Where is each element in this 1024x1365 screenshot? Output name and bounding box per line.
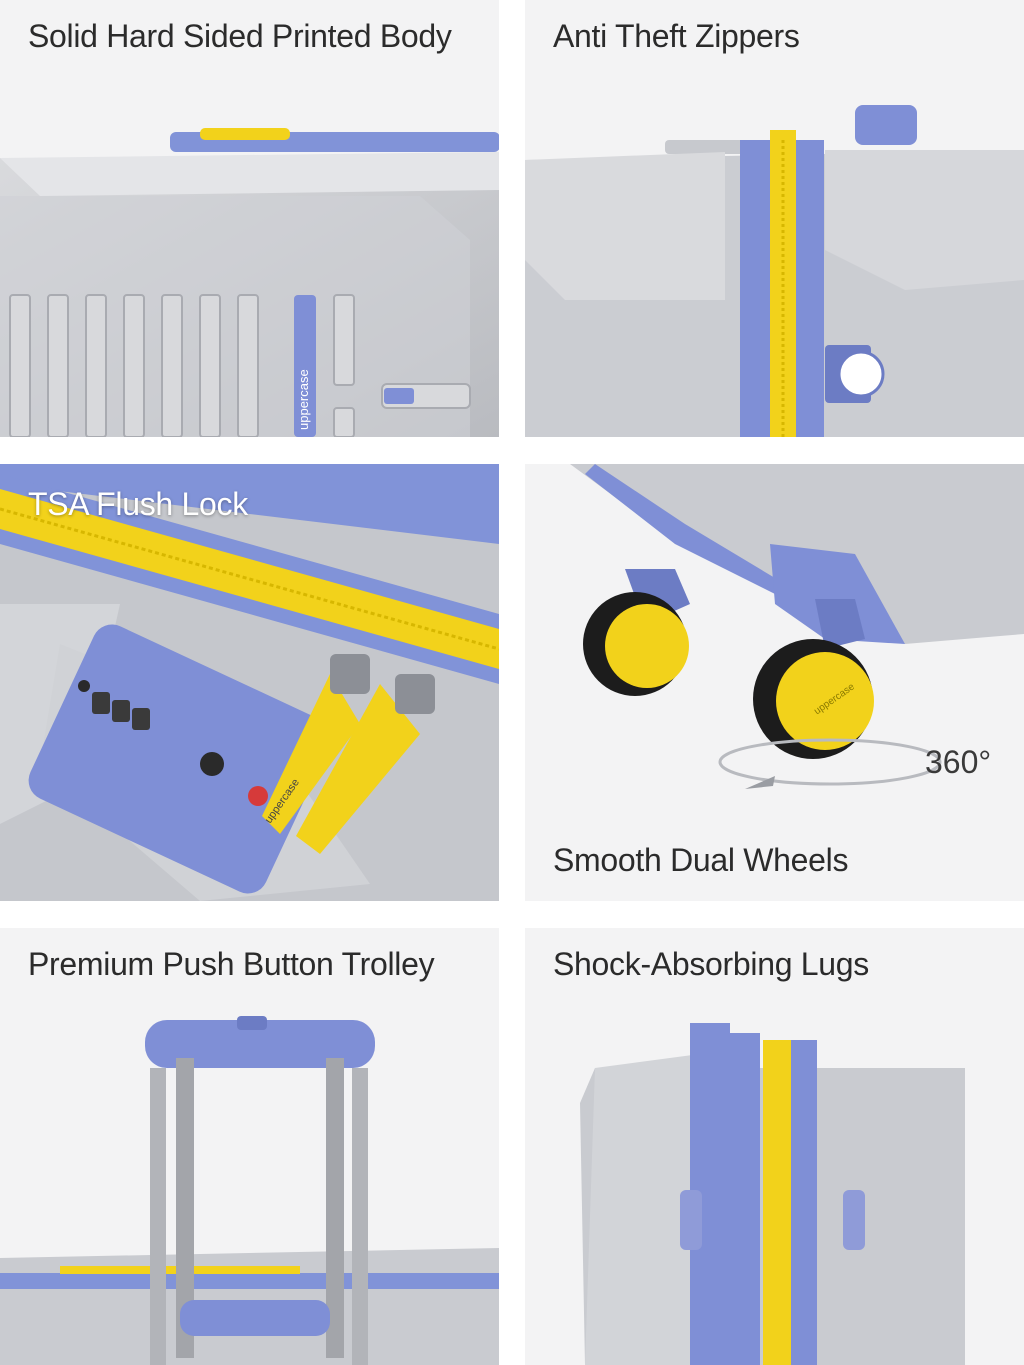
panel-push-button-trolley: Premium Push Button Trolley	[0, 928, 499, 1365]
rotation-label: 360°	[925, 744, 992, 780]
zipper-closeup-illustration	[525, 105, 1024, 437]
brand-logo-text: uppercase	[296, 369, 311, 430]
panel-caption: Shock-Absorbing Lugs	[553, 946, 869, 982]
panel-anti-theft-zippers: Anti Theft Zippers	[525, 0, 1024, 437]
wheels-illustration: uppercase	[570, 464, 1024, 789]
panel-caption: Anti Theft Zippers	[553, 18, 800, 54]
lugs-illustration	[580, 1023, 965, 1365]
panel-shock-absorbing-lugs: Shock-Absorbing Lugs	[525, 928, 1024, 1365]
panel-tsa-lock: uppercase TSA Flush Lock	[0, 464, 499, 901]
trolley-illustration	[0, 1016, 499, 1365]
suitcase-body-illustration: uppercase	[0, 128, 499, 437]
panel-dual-wheels: uppercase 360° Smooth Dual Wheels	[525, 464, 1024, 901]
tsa-lock-illustration: uppercase	[0, 464, 499, 901]
panel-caption: Premium Push Button Trolley	[28, 946, 435, 982]
panel-hard-sided-body: Solid Hard Sided Printed Body	[0, 0, 499, 437]
panel-caption: Smooth Dual Wheels	[553, 842, 849, 878]
panel-caption: Solid Hard Sided Printed Body	[28, 18, 452, 54]
panel-caption: TSA Flush Lock	[28, 486, 248, 522]
